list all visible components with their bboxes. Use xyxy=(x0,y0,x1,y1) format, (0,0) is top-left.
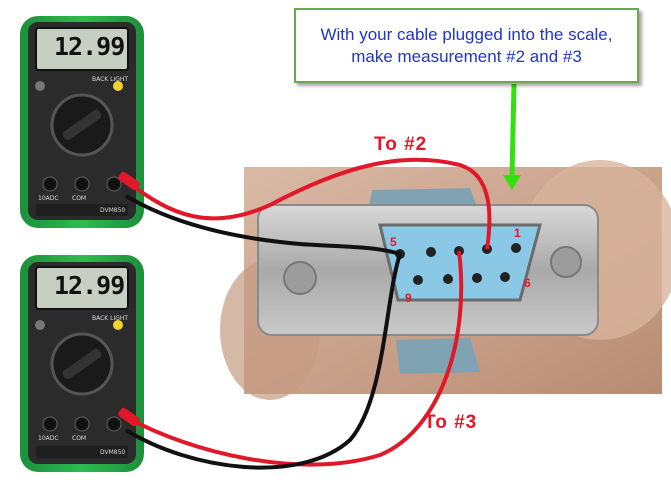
instruction-callout: With your cable plugged into the scale, … xyxy=(294,8,639,83)
black-wire-bottom xyxy=(124,253,402,470)
meter-bottom-backlight-label: BACK LIGHT xyxy=(92,315,129,322)
callout-line-1: With your cable plugged into the scale, xyxy=(320,24,613,44)
mount-hole-left xyxy=(283,261,317,295)
label-to-3: To #3 xyxy=(424,412,478,433)
red-wire-to-2 xyxy=(126,157,492,250)
lcd-screen xyxy=(35,27,129,71)
pin-label-1: 1 xyxy=(514,226,521,240)
meter-top-model: DVM850 xyxy=(100,207,126,214)
connector-photo xyxy=(220,160,671,400)
callout-arrow xyxy=(503,83,521,190)
probe-wires xyxy=(118,157,492,470)
pin-label-6: 6 xyxy=(524,276,531,290)
meter-top-display: 12.99 xyxy=(54,32,125,61)
red-wire-to-3 xyxy=(127,250,464,467)
backlight-button xyxy=(113,81,123,91)
meter-top-com-label: COM xyxy=(72,195,87,202)
callout-line-2: make measurement #2 and #3 xyxy=(351,46,582,66)
mount-hole-right xyxy=(550,246,582,278)
pin-label-9: 9 xyxy=(405,291,412,305)
meter-bottom-com-label: COM xyxy=(72,435,87,442)
multimeter-top xyxy=(20,16,144,228)
multimeter-bottom xyxy=(20,255,144,472)
pin-label-5: 5 xyxy=(390,235,397,249)
lcd-screen xyxy=(35,266,129,310)
meter-bottom-model: DVM850 xyxy=(100,449,126,456)
meter-top-backlight-label: BACK LIGHT xyxy=(92,76,129,83)
backlight-button xyxy=(113,320,123,330)
label-to-2: To #2 xyxy=(374,134,428,155)
meter-top-jack-label: 10ADC xyxy=(38,195,59,202)
black-wire-top xyxy=(124,194,401,256)
meter-bottom-display: 12.99 xyxy=(54,271,125,300)
meter-bottom-jack-label: 10ADC xyxy=(38,435,59,442)
